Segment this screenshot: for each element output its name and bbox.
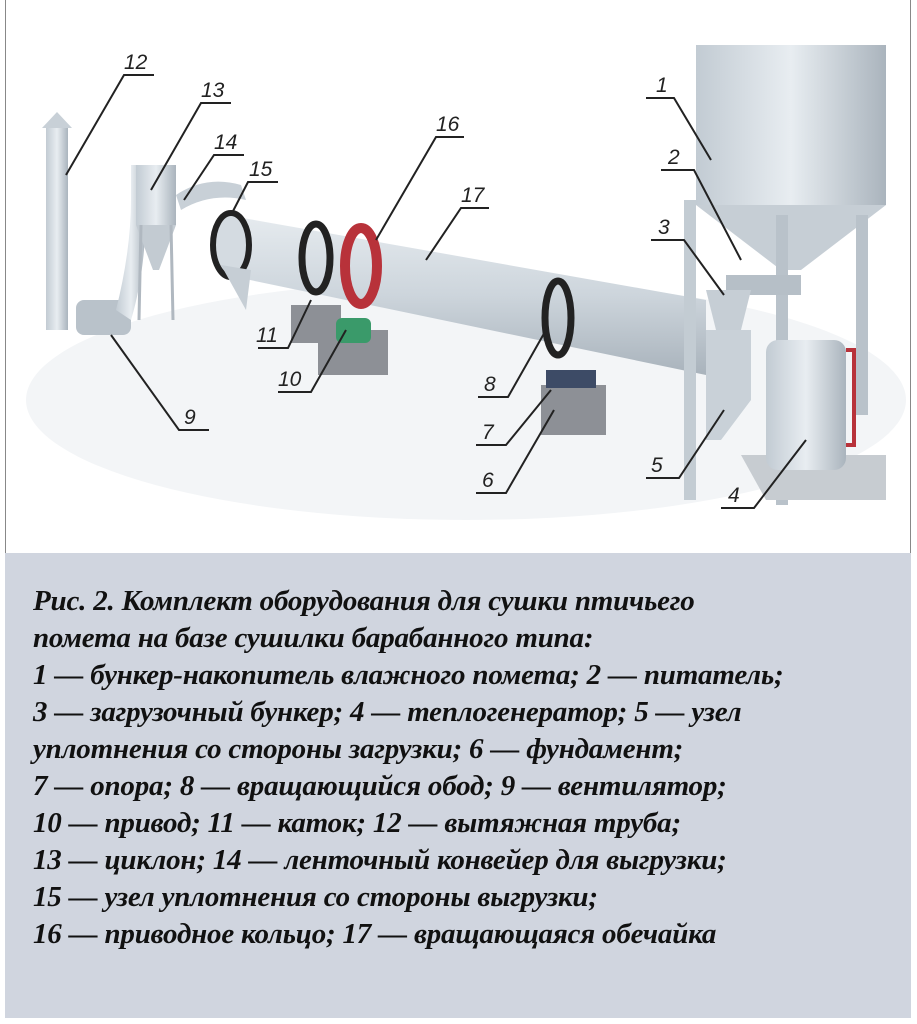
- label-17: 17: [461, 184, 485, 207]
- cyclone: [136, 165, 176, 225]
- label-5: 5: [651, 454, 663, 477]
- storage-hopper: [696, 45, 886, 205]
- heat-generator: [766, 340, 846, 470]
- label-15: 15: [249, 158, 273, 181]
- label-4: 4: [728, 484, 740, 507]
- exhaust-pipe: [46, 125, 68, 330]
- caption-legend-line: 13 — циклон; 14 — ленточный конвейер для…: [33, 844, 727, 876]
- figure-caption: Рис. 2. Комплект оборудования для сушки …: [5, 553, 911, 1018]
- label-10: 10: [278, 368, 302, 391]
- drive-ring: [340, 223, 382, 309]
- label-9: 9: [184, 406, 196, 429]
- caption-legend-line: 16 — приводное кольцо; 17 — вращающаяся …: [33, 918, 717, 950]
- riding-ring-8: [541, 277, 575, 359]
- caption-title-line: Рис. 2. Комплект оборудования для сушки …: [33, 585, 695, 617]
- label-14: 14: [214, 131, 238, 154]
- label-11: 11: [256, 324, 278, 347]
- caption-title-line: помета на базе сушилки барабанного типа:: [33, 622, 594, 654]
- label-13: 13: [201, 79, 225, 102]
- caption-legend-line: 1 — бункер-накопитель влажного помета; 2…: [33, 659, 784, 691]
- equipment-illustration: 1 2 3 4 5 6 7 8 9 10 11 12 13 14 15 16 1…: [5, 0, 911, 553]
- foundation-6: [541, 385, 606, 435]
- label-2: 2: [668, 146, 680, 169]
- label-1: 1: [656, 74, 668, 97]
- drum-dryer-drawing: [26, 45, 906, 520]
- caption-legend-line: уплотнения со стороны загрузки; 6 — фунд…: [33, 733, 684, 765]
- label-16: 16: [436, 113, 460, 136]
- support: [546, 370, 596, 388]
- caption-legend-line: 15 — узел уплотнения со стороны выгрузки…: [33, 881, 598, 913]
- label-8: 8: [484, 373, 496, 396]
- drive: [336, 318, 371, 343]
- riding-ring: [298, 220, 334, 296]
- caption-legend-line: 7 — опора; 8 — вращающийся обод; 9 — вен…: [33, 770, 727, 802]
- label-6: 6: [482, 469, 494, 492]
- label-7: 7: [482, 421, 494, 444]
- caption-legend-line: 3 — загрузочный бункер; 4 — теплогенерат…: [33, 696, 742, 728]
- loading-hopper: [706, 290, 751, 330]
- label-3: 3: [658, 216, 670, 239]
- conveyor: [176, 181, 246, 210]
- label-12: 12: [124, 51, 148, 74]
- caption-legend-line: 10 — привод; 11 — каток; 12 — вытяжная т…: [33, 807, 681, 839]
